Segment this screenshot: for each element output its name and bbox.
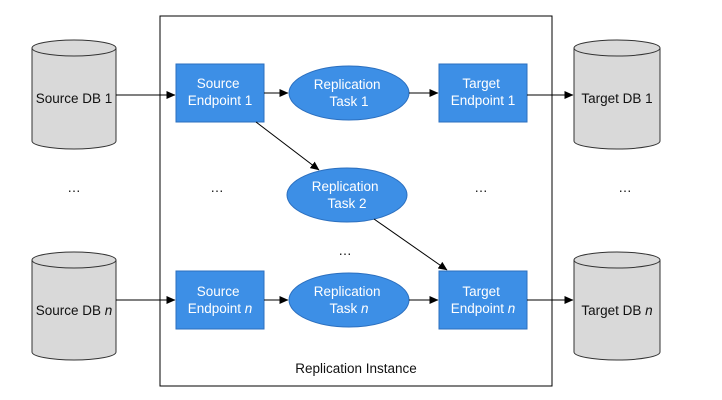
- connector-arrows: [116, 89, 574, 304]
- source-db-n: Source DB n: [31, 251, 117, 361]
- replication-task-1: Replication Task 1: [288, 65, 410, 121]
- target-endpoint-n-label: Target Endpoint n: [451, 284, 516, 316]
- source-db-1-label: Source DB 1: [36, 91, 113, 106]
- target-db-n-label: Target DB n: [581, 303, 652, 318]
- ellipsis-target-dbs: …: [618, 180, 632, 195]
- replication-task-2: Replication Task 2: [286, 167, 408, 223]
- replication-task-2-label: Replication Task 2: [312, 179, 383, 211]
- target-db-1: Target DB 1: [573, 39, 661, 150]
- target-db-n: Target DB n: [573, 251, 661, 361]
- source-db-n-label: Source DB n: [36, 303, 113, 318]
- target-endpoint-1: Target Endpoint 1: [438, 63, 528, 123]
- replication-task-n-label: Replication Task n: [314, 284, 385, 316]
- arrow-task-2-to-target-endpoint-n: [373, 218, 448, 271]
- target-endpoint-1-label: Target Endpoint 1: [451, 76, 516, 108]
- ellipsis-source-dbs: …: [67, 180, 81, 195]
- source-endpoint-n: Source Endpoint n: [175, 270, 265, 330]
- target-db-1-label: Target DB 1: [581, 91, 652, 106]
- replication-instance-frame: Replication Instance: [159, 15, 553, 387]
- source-db-1: Source DB 1: [31, 39, 117, 150]
- replication-task-n: Replication Task n: [288, 272, 410, 328]
- ellipsis-tasks: …: [338, 243, 352, 258]
- replication-task-1-label: Replication Task 1: [314, 77, 385, 109]
- source-endpoint-n-label: Source Endpoint n: [188, 284, 253, 316]
- target-endpoint-n: Target Endpoint n: [438, 270, 528, 330]
- source-endpoint-1: Source Endpoint 1: [175, 63, 265, 123]
- ellipsis-target-endpoints: …: [474, 180, 488, 195]
- source-endpoint-1-label: Source Endpoint 1: [188, 76, 253, 108]
- replication-instance-label: Replication Instance: [295, 361, 417, 376]
- arrow-source-endpoint-1-to-task-2: [255, 121, 320, 171]
- ellipsis-source-endpoints: …: [210, 180, 224, 195]
